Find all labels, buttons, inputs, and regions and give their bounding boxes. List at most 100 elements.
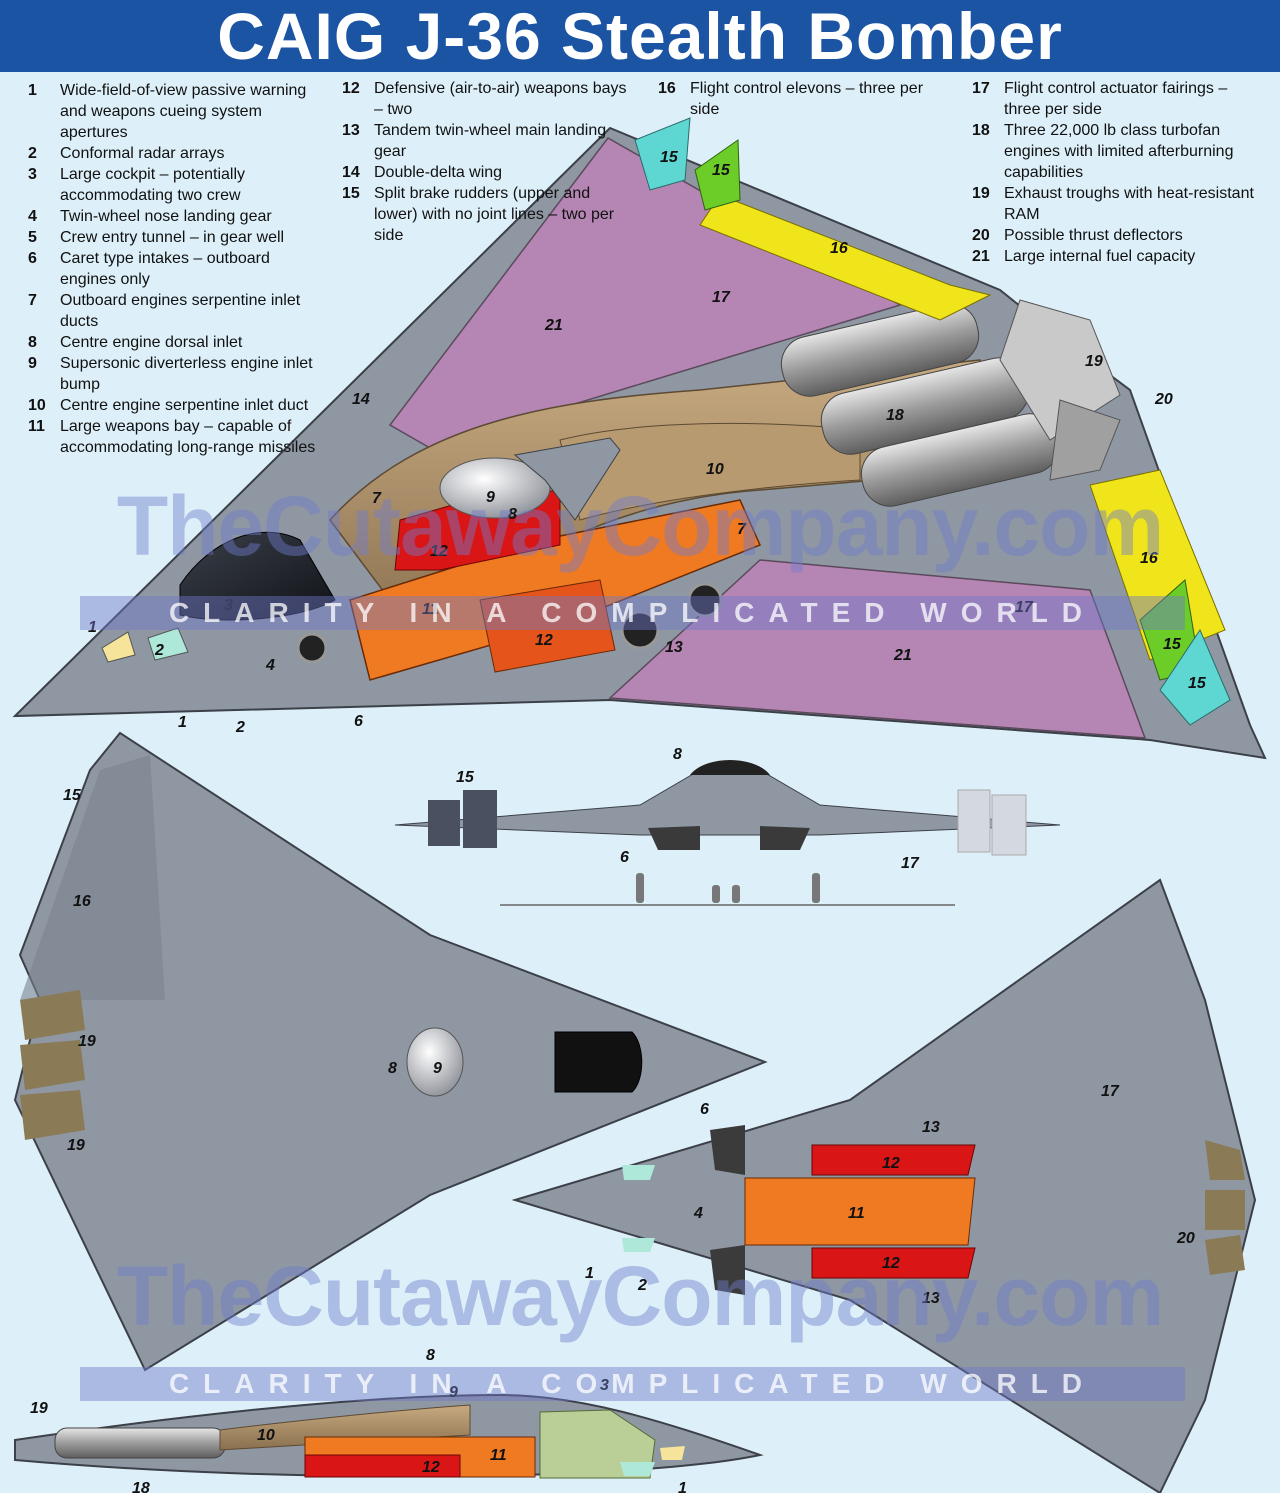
legend-item-12: 12 Defensive (air-to-air) weapons bays – … bbox=[342, 78, 632, 120]
callout-cutaway-1: 1 bbox=[88, 619, 97, 636]
legend-text: Defensive (air-to-air) weapons bays – tw… bbox=[374, 80, 627, 118]
callout-bottom-2: 2 bbox=[637, 1277, 647, 1294]
legend-text: Large internal fuel capacity bbox=[1004, 248, 1196, 265]
callout-front-8: 8 bbox=[673, 746, 682, 763]
legend-number: 2 bbox=[28, 145, 37, 162]
callout-bottom-6: 6 bbox=[700, 1101, 709, 1118]
legend-item-15: 15 Split brake rudders (upper and lower) … bbox=[342, 183, 632, 246]
bottom-main-bay bbox=[744, 1177, 976, 1246]
legend-number: 10 bbox=[28, 397, 46, 414]
callout-side-8: 8 bbox=[426, 1347, 435, 1364]
callout-bottom-4: 4 bbox=[693, 1205, 703, 1222]
legend-text: Split brake rudders (upper and lower) wi… bbox=[374, 185, 615, 244]
legend-item-21: 21 Large internal fuel capacity bbox=[972, 246, 1267, 267]
legend-item-7: 7 Outboard engines serpentine inlet ducts bbox=[28, 290, 318, 332]
callout-side-10: 10 bbox=[257, 1427, 275, 1444]
callout-cutaway-16: 16 bbox=[830, 240, 848, 257]
callout-side-19: 19 bbox=[30, 1400, 48, 1417]
callout-side-12: 12 bbox=[422, 1459, 440, 1476]
callout-cutaway-18: 18 bbox=[886, 407, 904, 424]
callout-side-3: 3 bbox=[600, 1377, 609, 1394]
watermark-band-top bbox=[80, 596, 1185, 630]
legend-number: 4 bbox=[28, 208, 37, 225]
legend-column-2: 12 Defensive (air-to-air) weapons bays – … bbox=[342, 78, 632, 246]
callout-side-9: 9 bbox=[449, 1384, 458, 1401]
callout-bottom-20: 20 bbox=[1176, 1230, 1195, 1247]
legend-number: 8 bbox=[28, 334, 37, 351]
legend-number: 20 bbox=[972, 227, 990, 244]
callout-cutaway-8: 8 bbox=[508, 506, 517, 523]
legend-number: 9 bbox=[28, 355, 37, 372]
legend-text: Caret type intakes – outboard engines on… bbox=[60, 250, 270, 288]
callout-front-6: 6 bbox=[620, 849, 629, 866]
legend-text: Exhaust troughs with heat-resistant RAM bbox=[1004, 185, 1254, 223]
legend-number: 15 bbox=[342, 185, 360, 202]
callout-cutaway-3: 3 bbox=[224, 597, 233, 614]
legend-item-19: 19 Exhaust troughs with heat-resistant RA… bbox=[972, 183, 1267, 225]
legend-number: 21 bbox=[972, 248, 990, 265]
main-cutaway bbox=[12, 117, 1267, 760]
callout-cutaway-7: 7 bbox=[372, 490, 382, 507]
callout-cutaway-17: 17 bbox=[1015, 599, 1034, 616]
cutaway-artwork: 1515161721147981211312412131018719201617… bbox=[12, 117, 1267, 1493]
legend-text: Three 22,000 lb class turbofan engines w… bbox=[1004, 122, 1234, 181]
callout-cutaway-19: 19 bbox=[1085, 353, 1103, 370]
callout-cutaway-2: 2 bbox=[154, 642, 164, 659]
legend-text: Flight control actuator fairings – three… bbox=[1004, 80, 1228, 118]
legend-text: Double-delta wing bbox=[374, 164, 503, 181]
callout-cutaway-11: 11 bbox=[422, 601, 439, 618]
legend-text: Centre engine dorsal inlet bbox=[60, 334, 243, 351]
callout-top-3: 3 bbox=[576, 1039, 585, 1056]
legend-text: Crew entry tunnel – in gear well bbox=[60, 229, 285, 246]
watermark-slogan-top: CLARITY IN A COMPLICATED WORLD bbox=[168, 597, 1097, 628]
callout-cutaway-15: 15 bbox=[660, 149, 679, 166]
callout-top-15: 15 bbox=[63, 787, 82, 804]
callout-cutaway-17: 17 bbox=[712, 289, 731, 306]
callout-side-1: 1 bbox=[678, 1480, 687, 1493]
legend-number: 3 bbox=[28, 166, 37, 183]
legend-number: 7 bbox=[28, 292, 37, 309]
legend-text: Twin-wheel nose landing gear bbox=[60, 208, 272, 225]
legend-item-9: 9 Supersonic diverterless engine inlet bu… bbox=[28, 353, 318, 395]
callout-bottom-13: 13 bbox=[922, 1119, 940, 1136]
callout-top-16: 16 bbox=[73, 893, 91, 910]
callout-cutaway-10: 10 bbox=[706, 461, 724, 478]
callout-bottom-13: 13 bbox=[922, 1290, 940, 1307]
callout-cutaway-12: 12 bbox=[430, 543, 448, 560]
rudder-upper-cyan bbox=[634, 117, 691, 191]
legend-text: Conformal radar arrays bbox=[60, 145, 225, 162]
side-view bbox=[14, 1393, 764, 1479]
rudder-upper-green bbox=[694, 139, 741, 211]
callout-top-9: 9 bbox=[433, 1060, 442, 1077]
callout-cutaway-15: 15 bbox=[1188, 675, 1207, 692]
elevons-upper bbox=[699, 194, 992, 321]
callout-bottom-12: 12 bbox=[882, 1255, 900, 1272]
legend-number: 12 bbox=[342, 80, 360, 97]
callout-cutaway-13: 13 bbox=[665, 639, 683, 656]
legend-number: 19 bbox=[972, 185, 990, 202]
aam-bay-lower bbox=[479, 579, 616, 673]
legend-number: 1 bbox=[28, 82, 37, 99]
callout-side-11: 11 bbox=[490, 1447, 507, 1464]
legend-number: 18 bbox=[972, 122, 990, 139]
engines bbox=[780, 299, 1121, 507]
callout-top-19: 19 bbox=[67, 1137, 85, 1154]
legend-text: Supersonic diverterless engine inlet bum… bbox=[60, 355, 313, 393]
legend-number: 16 bbox=[658, 80, 676, 97]
bottom-aam-bay-upper bbox=[811, 1144, 976, 1176]
legend-text: Outboard engines serpentine inlet ducts bbox=[60, 292, 301, 330]
side-cockpit bbox=[539, 1409, 656, 1479]
front-view bbox=[394, 760, 1061, 906]
bottom-view bbox=[511, 878, 1257, 1493]
callout-cutaway-14: 14 bbox=[352, 391, 370, 408]
legend-number: 17 bbox=[972, 80, 990, 97]
elevons-lower bbox=[1089, 469, 1226, 661]
callout-bottom-11: 11 bbox=[848, 1205, 865, 1222]
callout-side-18: 18 bbox=[132, 1480, 150, 1493]
